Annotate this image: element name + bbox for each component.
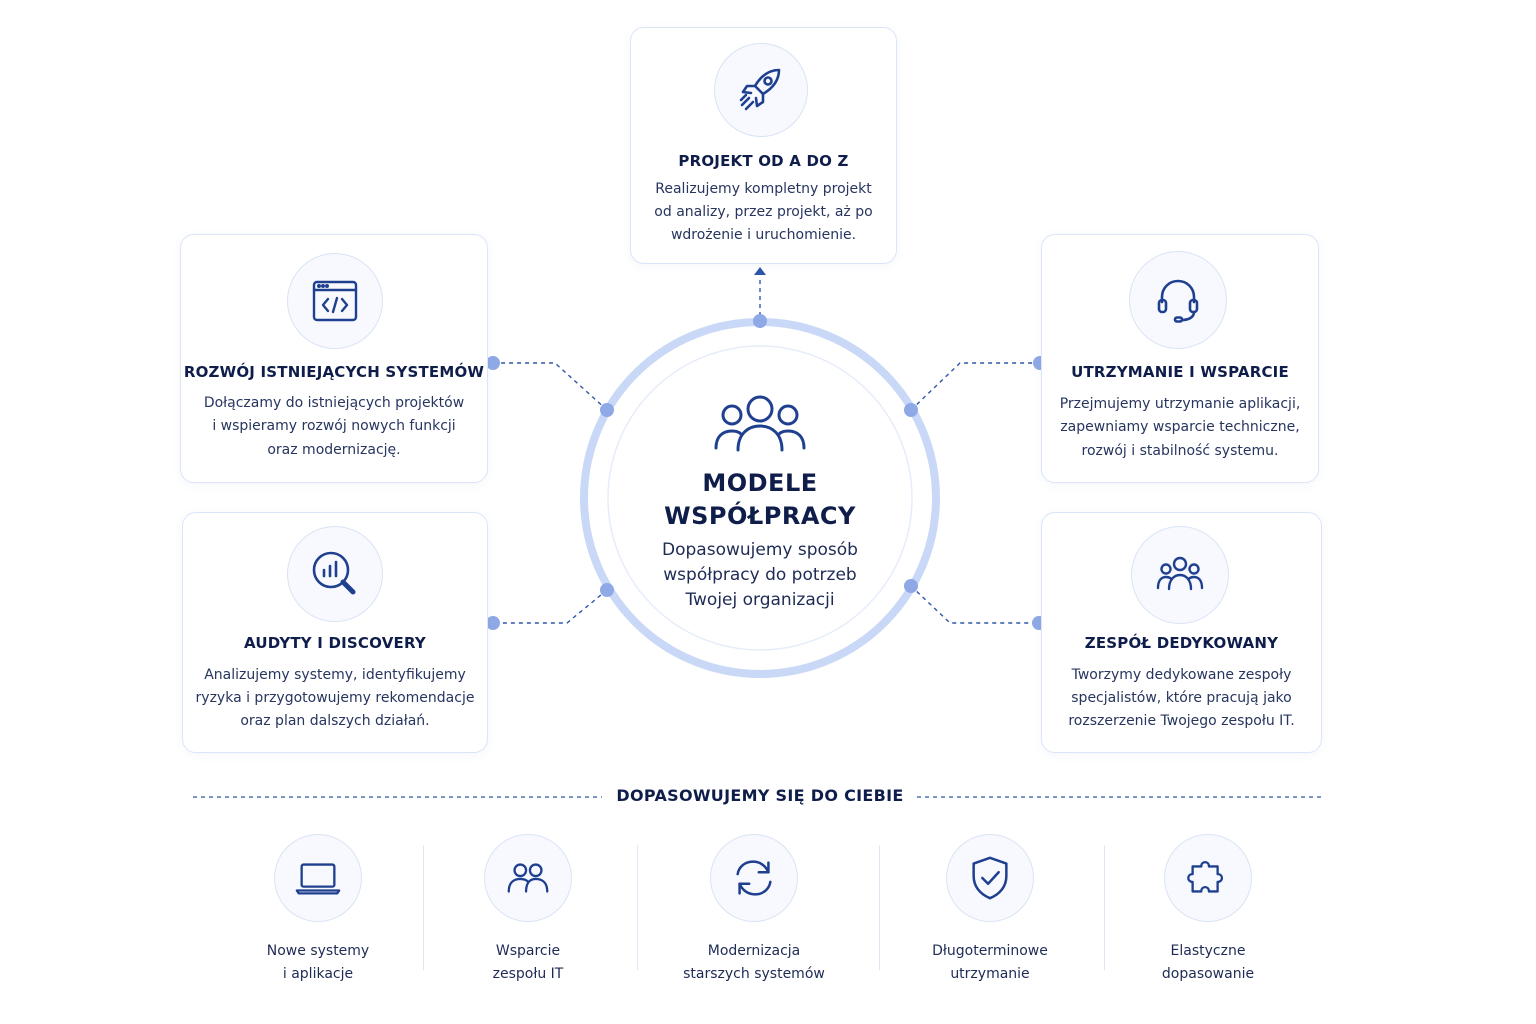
dot-top bbox=[753, 314, 767, 328]
dot-card-left-top bbox=[486, 356, 500, 370]
icon-circle bbox=[287, 253, 383, 349]
card-desc-line1: Przejmujemy utrzymanie aplikacji, bbox=[1059, 396, 1301, 412]
card-title: UTRZYMANIE I WSPARCIE bbox=[1071, 363, 1289, 381]
icon-circle bbox=[946, 834, 1034, 922]
connector-left-top bbox=[493, 362, 608, 411]
bottom-item-label-line1: Wsparcie bbox=[495, 943, 561, 959]
card-desc-line2: od analizy, przez projekt, aż po bbox=[654, 204, 873, 220]
laptop-icon bbox=[295, 863, 341, 895]
separator bbox=[1104, 845, 1105, 970]
center-desc-line2: współpracy do potrzeb bbox=[663, 565, 857, 585]
card-desc-line1: Realizujemy kompletny projekt bbox=[655, 181, 872, 197]
bottom-item-label-line1: Elastyczne bbox=[1170, 943, 1246, 959]
card-desc-line2: zapewniamy wsparcie techniczne, bbox=[1060, 419, 1300, 435]
card-desc-line3: rozszerzenie Twojego zespołu IT. bbox=[1068, 713, 1295, 729]
card-audyty-i-discovery: AUDYTY I DISCOVERY Analizujemy systemy, … bbox=[182, 512, 488, 753]
center-title-line2: WSPÓŁPRACY bbox=[664, 502, 856, 530]
center-title-line1: MODELE bbox=[702, 469, 818, 497]
card-desc-line1: Analizujemy systemy, identyfikujemy bbox=[204, 667, 466, 683]
bottom-item-nowe-systemy: Nowe systemy i aplikacje bbox=[228, 834, 408, 986]
two-users-icon bbox=[507, 863, 549, 893]
bottom-item-label-line1: Modernizacja bbox=[707, 943, 801, 959]
bottom-item-wsparcie-zespolu: Wsparcie zespołu IT bbox=[438, 834, 618, 986]
rocket-icon bbox=[739, 68, 781, 111]
card-title: AUDYTY I DISCOVERY bbox=[244, 634, 426, 652]
bottom-item-elastyczne: Elastyczne dopasowanie bbox=[1118, 834, 1298, 986]
icon-circle bbox=[1129, 251, 1227, 349]
dot-ring-right-bottom bbox=[904, 579, 918, 593]
users-group-icon bbox=[714, 395, 806, 452]
bottom-item-label-line2: utrzymanie bbox=[950, 966, 1030, 982]
inner-ring bbox=[607, 345, 913, 651]
card-desc-line3: oraz plan dalszych działań. bbox=[240, 713, 430, 729]
card-projekt-od-a-do-z: PROJEKT OD A DO Z Realizujemy kompletny … bbox=[630, 27, 897, 264]
card-title: ROZWÓJ ISTNIEJĄCYCH SYSTEMÓW bbox=[183, 363, 485, 381]
bottom-item-label-line1: Nowe systemy bbox=[266, 943, 370, 959]
card-desc-line2: i wspieramy rozwój nowych funkcji bbox=[212, 418, 456, 434]
card-desc-line2: specjalistów, które pracują jako bbox=[1071, 690, 1292, 706]
dot-ring-left-bottom bbox=[600, 583, 614, 597]
refresh-icon bbox=[736, 860, 772, 896]
bottom-heading: DOPASOWUJEMY SIĘ DO CIEBIE bbox=[616, 786, 904, 805]
dot-ring-right-top bbox=[904, 403, 918, 417]
icon-circle bbox=[484, 834, 572, 922]
card-desc-line1: Dołączamy do istniejących projektów bbox=[203, 395, 465, 411]
connector-left-bottom bbox=[493, 589, 608, 624]
bottom-item-modernizacja: Modernizacja starszych systemów bbox=[664, 834, 844, 986]
bottom-item-label-line2: zespołu IT bbox=[492, 966, 564, 982]
headset-icon bbox=[1157, 279, 1199, 323]
bottom-item-dlugoterminowe: Długoterminowe utrzymanie bbox=[900, 834, 1080, 986]
card-desc-line2: ryzyka i przygotowujemy rekomendacje bbox=[195, 690, 475, 706]
card-desc-line3: oraz modernizację. bbox=[267, 442, 401, 458]
dot-ring-left-top bbox=[600, 403, 614, 417]
icon-circle bbox=[287, 526, 383, 622]
card-title: PROJEKT OD A DO Z bbox=[678, 152, 849, 170]
separator bbox=[637, 845, 638, 970]
card-desc-line3: rozwój i stabilność systemu. bbox=[1081, 443, 1279, 459]
center-desc-line3: Twojej organizacji bbox=[685, 590, 835, 610]
card-desc-line1: Tworzymy dedykowane zespoły bbox=[1071, 667, 1292, 683]
bottom-item-label-line2: dopasowanie bbox=[1161, 966, 1255, 982]
icon-circle bbox=[274, 834, 362, 922]
connector-right-top bbox=[910, 362, 1040, 411]
shield-check-icon bbox=[972, 856, 1008, 900]
connector-right-bottom bbox=[910, 585, 1040, 624]
bottom-item-label-line2: i aplikacje bbox=[282, 966, 354, 982]
card-title: ZESPÓŁ DEDYKOWANY bbox=[1084, 634, 1279, 652]
bottom-item-label-line1: Długoterminowe bbox=[932, 943, 1048, 959]
chart-magnifier-icon bbox=[312, 551, 356, 595]
dot-card-left-bottom bbox=[486, 616, 500, 630]
separator bbox=[423, 845, 424, 970]
icon-circle bbox=[1131, 526, 1229, 624]
bottom-item-label-line2: starszych systemów bbox=[683, 966, 825, 982]
card-desc-line3: wdrożenie i uruchomienie. bbox=[670, 227, 857, 243]
separator bbox=[879, 845, 880, 970]
arrow-head-icon bbox=[754, 267, 766, 275]
card-utrzymanie-i-wsparcie: UTRZYMANIE I WSPARCIE Przejmujemy utrzym… bbox=[1041, 234, 1319, 483]
code-window-icon bbox=[312, 280, 358, 322]
icon-circle bbox=[714, 43, 808, 137]
card-rozwoj-istniejacych-systemow: ROZWÓJ ISTNIEJĄCYCH SYSTEMÓW Dołączamy d… bbox=[180, 234, 488, 483]
puzzle-icon bbox=[1187, 861, 1224, 893]
card-zespol-dedykowany: ZESPÓŁ DEDYKOWANY Tworzymy dedykowane ze… bbox=[1041, 512, 1322, 753]
icon-circle bbox=[710, 834, 798, 922]
icon-circle bbox=[1164, 834, 1252, 922]
team-icon bbox=[1156, 556, 1204, 591]
center-desc-line1: Dopasowujemy sposób bbox=[662, 540, 858, 560]
